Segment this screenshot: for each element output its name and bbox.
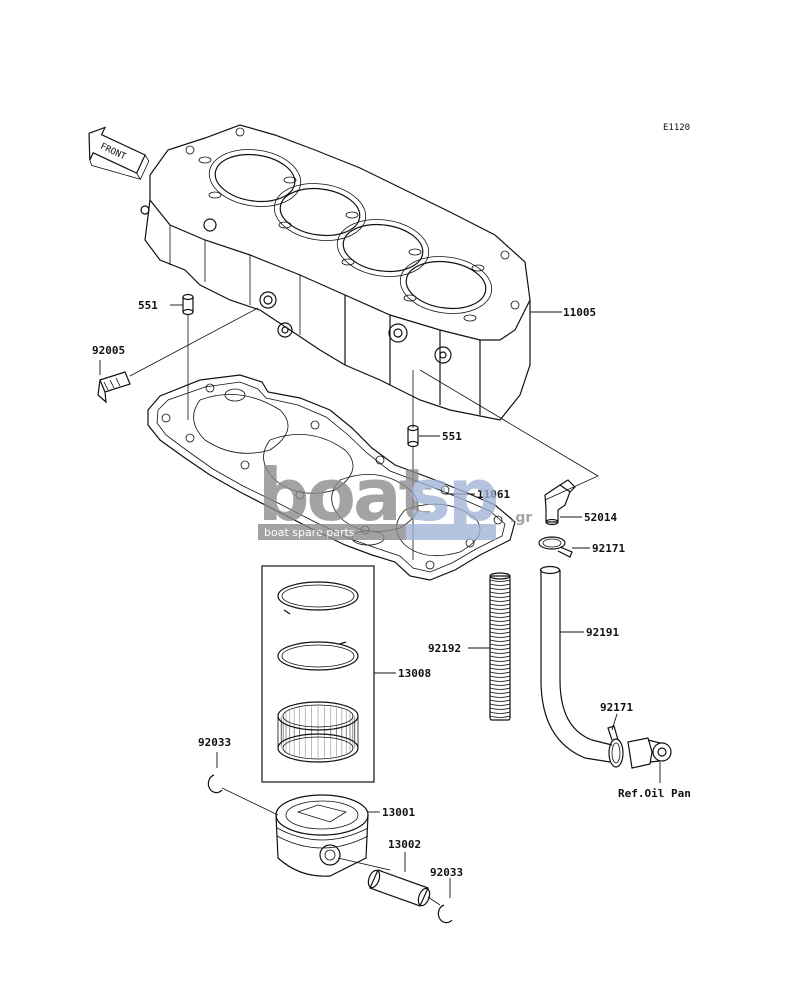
front-arrow-icon: FRONT [88,126,150,181]
piston-ring-set [277,581,359,763]
label-breather-hose: 92192 [428,642,461,655]
label-clamp-upper: 92171 [592,542,625,555]
label-dowel-lower: 551 [442,430,462,443]
label-circlip-left: 92033 [198,736,231,749]
breather-hose [489,572,511,721]
dowel-pin-upper [182,293,194,316]
label-ring-set: 13008 [398,667,431,680]
stud-bolt [97,371,131,404]
label-ref-oil-pan: Ref.Oil Pan [618,787,691,800]
base-gasket [147,374,516,581]
label-piston-pin: 13002 [388,838,421,851]
watermark-suffix: .gr [510,510,532,526]
label-circlip-right: 92033 [430,866,463,879]
label-hose: 92191 [586,626,619,639]
piston [275,794,369,877]
label-clamp-lower: 92171 [600,701,633,714]
breather-elbow [544,479,576,526]
watermark-logo: boat sp .gr boat spare parts [258,453,532,540]
watermark-tagline: boat spare parts [264,526,355,539]
label-dowel-upper: 551 [138,299,158,312]
label-elbow: 52014 [584,511,617,524]
label-cylinder: 11005 [563,306,596,319]
oil-pan-fitting [627,737,672,769]
oil-hose [539,565,613,763]
label-piston: 13001 [382,806,415,819]
circlip-right [437,904,453,924]
piston-pin [367,869,431,907]
watermark-brand-left: boat [258,453,432,537]
watermark-brand-right: sp [408,453,497,537]
dowel-pin-lower [407,424,419,448]
hose-clamp-lower [607,725,624,768]
diagram-code: E1120 [663,123,690,133]
circlip-left [207,774,223,794]
label-stud: 92005 [92,344,125,357]
cylinder-block [140,124,531,421]
ring-set-box [261,565,375,783]
label-gasket: 11061 [477,488,510,501]
hose-clamp-upper [538,536,573,558]
